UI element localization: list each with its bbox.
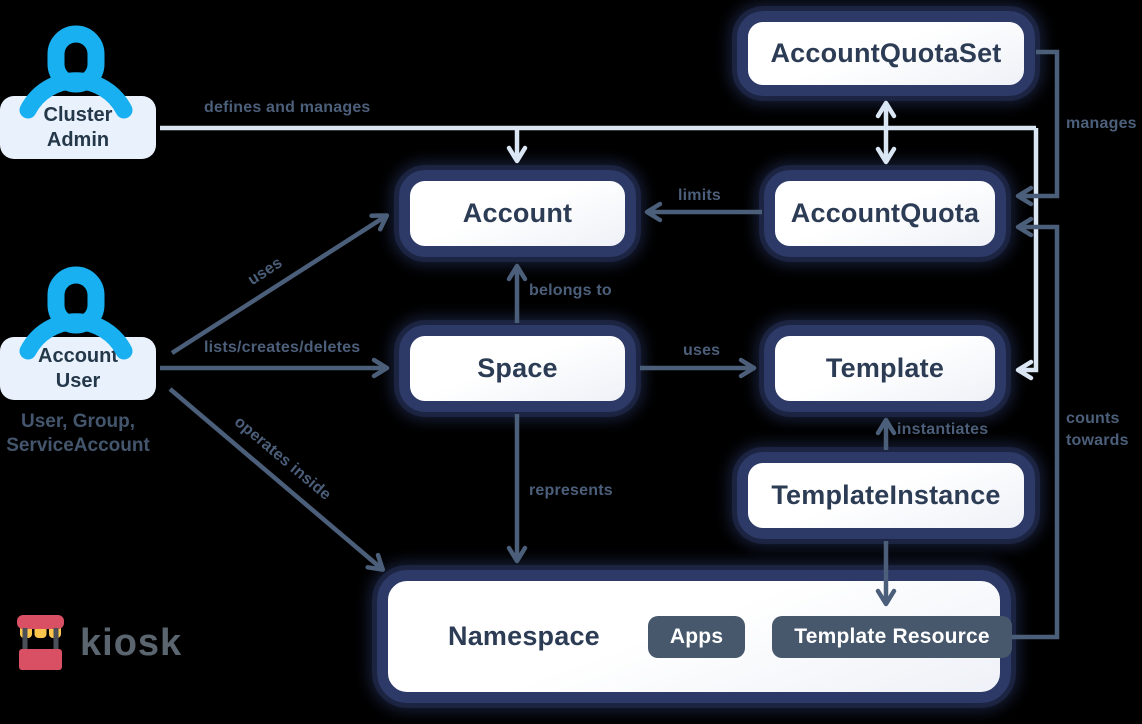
node-space-label: Space xyxy=(477,353,558,383)
node-accountquota-label: AccountQuota xyxy=(790,198,980,228)
account-user-name: Account User xyxy=(38,344,118,392)
label-lists-creates-deletes: lists/creates/deletes xyxy=(204,339,361,356)
node-accountquotaset-label: AccountQuotaSet xyxy=(770,38,1002,68)
label-operates-inside: operates inside xyxy=(230,413,335,504)
kiosk-logo: kiosk xyxy=(17,615,181,671)
account-user-person-icon xyxy=(19,266,133,360)
label-counts-towards: counts towards xyxy=(1066,410,1129,449)
template-resource-chip: Template Resource xyxy=(772,615,1012,658)
label-limits: limits xyxy=(678,187,721,204)
cluster-admin-person-icon xyxy=(19,25,133,119)
node-template: Template xyxy=(764,325,1006,412)
account-user-subtitle: User, Group, ServiceAccount xyxy=(6,411,150,456)
node-templateinstance: TemplateInstance xyxy=(737,452,1035,539)
apps-chip: Apps xyxy=(647,615,746,658)
label-uses-account: uses xyxy=(245,254,286,289)
label-represents: represents xyxy=(529,482,613,499)
label-manages: manages xyxy=(1066,115,1137,132)
node-namespace: Namespace Apps Template Resource xyxy=(377,570,1012,703)
node-space: Space xyxy=(399,325,636,412)
node-namespace-label: Namespace xyxy=(448,621,600,651)
node-accountquotaset: AccountQuotaSet xyxy=(737,11,1035,96)
label-uses-template: uses xyxy=(683,342,721,359)
edge-operates-inside xyxy=(168,387,386,572)
cluster-admin-name: Cluster Admin xyxy=(43,103,113,151)
kiosk-stand-icon xyxy=(17,615,64,670)
edge-admin-to-template xyxy=(1015,128,1039,381)
edge-counts-towards xyxy=(1012,216,1060,640)
node-accountquota: AccountQuota xyxy=(764,170,1006,257)
node-templateinstance-label: TemplateInstance xyxy=(771,480,1001,510)
label-instantiates: instantiates xyxy=(897,421,989,438)
label-belongs-to: belongs to xyxy=(529,282,612,299)
edge-uses-account xyxy=(170,213,390,355)
kiosk-logo-text: kiosk xyxy=(80,622,183,664)
node-account: Account xyxy=(399,170,636,257)
node-template-label: Template xyxy=(825,353,945,383)
label-defines-and-manages: defines and manages xyxy=(204,99,371,116)
node-account-label: Account xyxy=(462,198,573,228)
